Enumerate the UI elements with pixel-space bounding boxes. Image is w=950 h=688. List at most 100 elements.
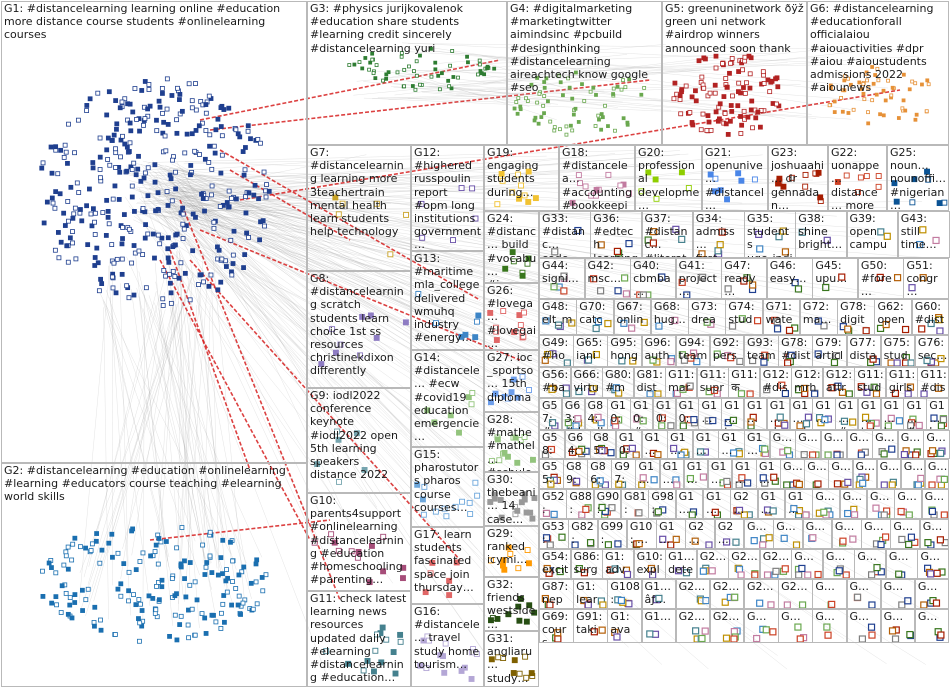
small-group-nodes [540, 212, 591, 258]
small-group-cell [587, 459, 612, 489]
small-group-cell [539, 459, 564, 489]
small-group-nodes [824, 550, 855, 579]
graph-node [672, 317, 678, 323]
small-group-nodes [608, 336, 642, 367]
small-group-cell [656, 519, 686, 549]
small-group-nodes [733, 460, 757, 489]
small-group-nodes [796, 431, 821, 459]
graph-node [810, 452, 816, 458]
graph-node [872, 384, 878, 390]
graph-node [786, 327, 792, 333]
graph-node [921, 602, 927, 608]
small-group-nodes [612, 460, 636, 489]
small-group-nodes [796, 212, 847, 258]
graph-node [846, 391, 852, 397]
small-group-cell [660, 459, 685, 489]
small-group-nodes [899, 431, 924, 459]
graph-node [918, 475, 924, 481]
small-group-cell [867, 489, 895, 519]
small-group-nodes [686, 520, 715, 549]
graph-node [785, 602, 791, 608]
small-group-cell [821, 430, 847, 459]
small-group-nodes [918, 550, 949, 579]
small-group-cell [785, 489, 813, 519]
group-cell-g8 [307, 271, 411, 388]
small-group-nodes [882, 399, 904, 430]
graph-node [597, 288, 603, 294]
small-group-nodes [628, 520, 657, 549]
graph-node [679, 279, 685, 285]
small-group-cell [607, 609, 642, 643]
graph-node [586, 357, 592, 363]
small-group-cell [853, 459, 878, 489]
graph-node [794, 542, 800, 548]
small-group-cell [912, 299, 950, 335]
graph-node [905, 391, 911, 397]
graph-node [551, 511, 557, 517]
small-group-nodes [841, 490, 868, 519]
small-group-nodes [643, 431, 668, 459]
graph-node [885, 423, 891, 429]
small-group-cell [602, 549, 634, 579]
graph-node [676, 568, 682, 574]
graph-node [683, 292, 689, 298]
graph-node [680, 423, 686, 429]
small-group-nodes [786, 490, 813, 519]
small-group-nodes [635, 368, 666, 398]
graph-node [636, 541, 642, 547]
graph-node [600, 602, 606, 608]
small-group-cell [903, 398, 926, 430]
small-group-nodes [698, 368, 729, 398]
graph-node [889, 482, 895, 488]
graph-node [782, 391, 788, 397]
small-group-cell [758, 489, 786, 519]
graph-node [575, 228, 581, 234]
small-group-cell [847, 579, 882, 609]
small-group-cell [812, 609, 847, 643]
graph-node [907, 384, 913, 390]
small-group-cell [697, 367, 729, 398]
graph-node [652, 477, 658, 483]
small-group-nodes [873, 431, 898, 459]
graph-node [842, 418, 848, 424]
graph-node [864, 389, 870, 395]
graph-node [561, 288, 567, 294]
small-group-nodes [882, 580, 916, 609]
small-group-nodes [540, 490, 567, 519]
small-group-nodes [859, 259, 904, 299]
graph-node [906, 542, 912, 548]
small-group-cell [922, 489, 950, 519]
small-group-cell [767, 398, 790, 430]
small-group-nodes [649, 490, 676, 519]
group-cell-g22 [828, 145, 887, 211]
graph-node [544, 535, 550, 541]
graph-node [907, 512, 913, 518]
graph-node [770, 629, 776, 635]
small-group-cell [778, 579, 813, 609]
small-group-cell [676, 489, 704, 519]
small-group-cell [539, 609, 574, 643]
graph-node [626, 601, 632, 607]
graph-node [933, 237, 939, 243]
small-group-cell [651, 299, 689, 335]
small-group-nodes [711, 580, 745, 609]
small-group-cell [693, 211, 745, 258]
graph-node [634, 416, 640, 422]
small-group-cell [607, 398, 630, 430]
small-group-nodes [916, 580, 950, 609]
graph-node [881, 451, 887, 457]
graph-node [684, 570, 690, 576]
graph-node [832, 360, 838, 366]
graph-node [797, 481, 803, 487]
graph-node [750, 358, 756, 364]
graph-node [836, 568, 842, 574]
group-cell-g7 [307, 145, 411, 271]
graph-node [608, 450, 614, 456]
small-group-nodes [904, 399, 926, 430]
small-group-cell [568, 519, 598, 549]
graph-node [812, 391, 818, 397]
small-group-cell [812, 258, 858, 299]
small-group-cell [791, 549, 823, 579]
graph-node [782, 566, 788, 572]
graph-node [542, 452, 548, 458]
